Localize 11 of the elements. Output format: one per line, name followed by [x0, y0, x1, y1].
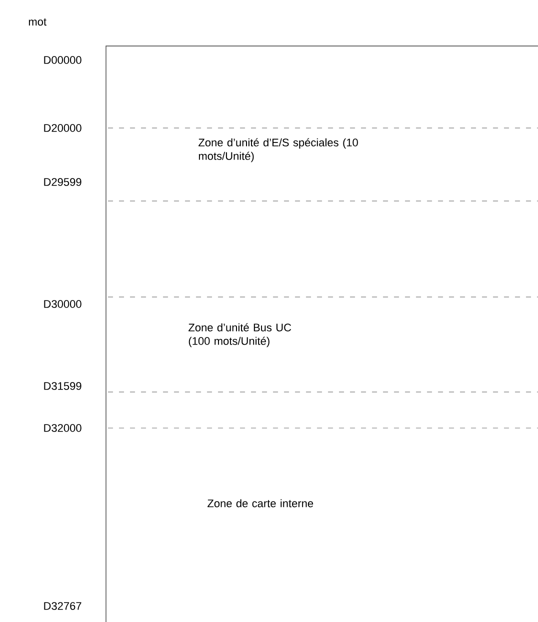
- address-label: D00000: [44, 56, 82, 64]
- zone-label: Zone de carte interne: [208, 499, 314, 508]
- address-label: D29599: [44, 178, 82, 186]
- zone-label: Zone d’unité d’E/S spéciales (10 mots/Unité): [198, 138, 358, 162]
- address-label: D31599: [44, 382, 82, 390]
- address-label: D30000: [44, 300, 82, 308]
- address-label: D32767: [44, 602, 82, 610]
- zone-label: Zone d’unité Bus UC (100 mots/Unité): [188, 323, 292, 348]
- unit-label: mot: [28, 18, 46, 26]
- address-label: D32000: [44, 424, 82, 432]
- address-label: D20000: [44, 124, 82, 132]
